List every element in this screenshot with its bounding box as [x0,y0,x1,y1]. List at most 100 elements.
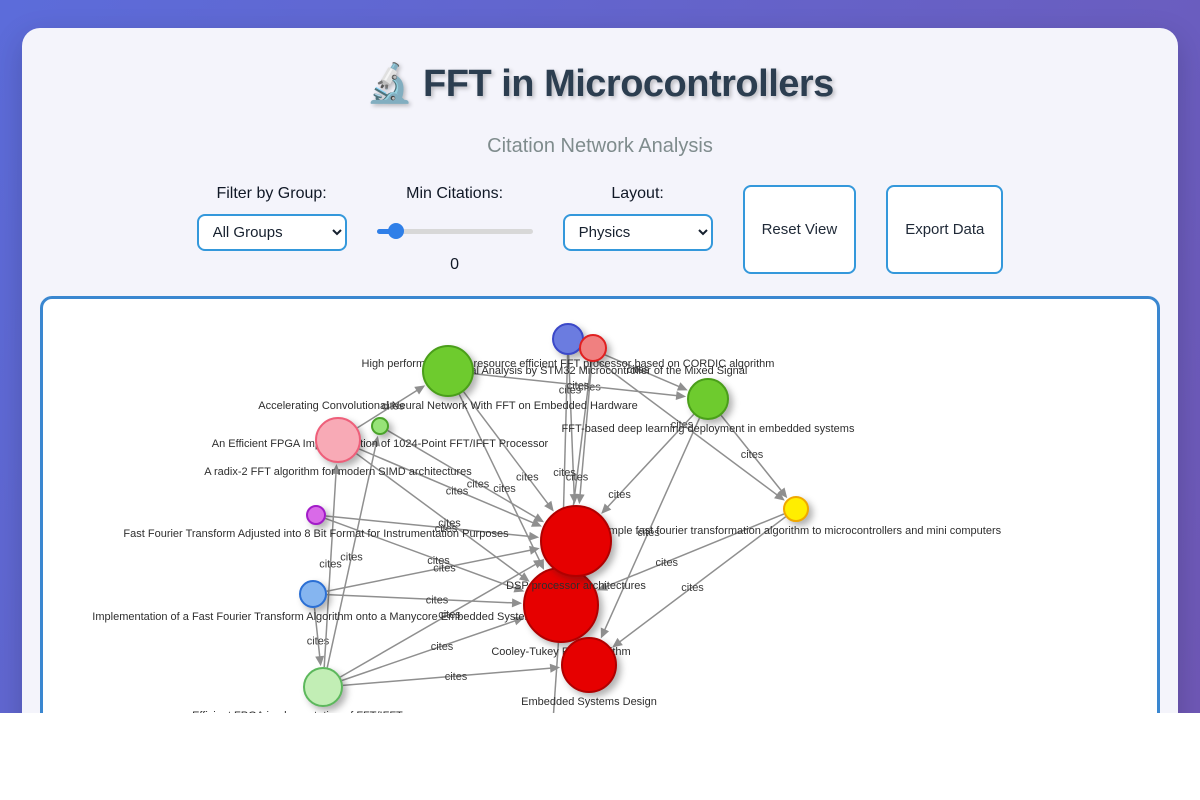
edge-arrowhead-icon [575,493,585,505]
edge-arrowhead-icon [528,531,540,541]
graph-node-label: FFT-based deep learning deployment in em… [561,423,855,435]
app-card: 🔬 FFT in Microcontrollers Citation Netwo… [22,28,1178,713]
edge-label: cites [655,557,678,569]
citation-edge[interactable] [339,561,540,678]
edge-arrowhead-icon [675,391,687,401]
edge-arrowhead-icon [315,655,325,667]
edge-label: cites [431,641,454,653]
graph-node-label: Implementation of a Fast Fourier Transfo… [92,611,534,623]
graph-node-blue_mid[interactable] [299,580,327,608]
graph-node-pink[interactable] [315,417,361,463]
group-filter-select[interactable]: All Groups [196,214,347,251]
edge-label: cites [433,563,456,575]
edge-arrowhead-icon [612,637,623,648]
edge-label: cites [516,471,539,483]
edge-arrowhead-icon [513,616,525,626]
group-filter: Filter by Group: All Groups [196,185,347,274]
edge-label: cites [637,527,660,539]
edge-label: cites [578,382,601,394]
graph-node-label: Efficient FPGA implementation of FFT/IFF… [192,710,454,713]
graph-node-label: Accelerating Convolutional Neural Networ… [258,400,638,412]
graph-node-label: An Efficient FPGA Implementation of 1024… [211,438,549,450]
citation-edge[interactable] [325,515,534,538]
layout-select[interactable]: Physics [562,214,713,251]
edge-arrowhead-icon [414,385,426,395]
citation-edge[interactable] [579,361,593,499]
edge-label: cites [608,489,631,501]
citation-edge[interactable] [473,373,681,397]
edge-arrowhead-icon [544,500,554,512]
graph-node-blue_top[interactable] [552,323,584,355]
citation-edge[interactable] [358,448,537,525]
graph-node-red_top[interactable] [579,334,607,362]
citation-edge[interactable] [567,354,576,499]
edge-arrowhead-icon [597,582,609,591]
citation-edge[interactable] [387,429,540,520]
citation-edge[interactable] [326,441,378,668]
slider-track[interactable] [376,229,533,234]
citation-edge[interactable] [313,607,321,661]
controls-bar: Filter by Group: All Groups Min Citation… [22,185,1178,274]
graph-node-label: A simple fast fourier transformation alg… [590,525,1002,537]
export-data-button[interactable]: Export Data [886,185,1004,274]
edge-label: cites [671,419,694,431]
edge-label: cites [446,486,469,498]
edge-arrowhead-icon [549,663,561,673]
graph-node-label: Fast Fourier Transform Adjusted into 8 B… [123,528,509,540]
layout-control: Layout: Physics [562,185,713,274]
edge-label: cites [445,671,468,683]
graph-node-label: Embedded Systems Design [521,696,657,708]
edge-arrowhead-icon [676,382,688,391]
edge-label: cites [566,472,589,484]
citation-edge[interactable] [463,391,551,508]
page-title: 🔬 FFT in Microcontrollers [366,63,834,105]
slider-fill [376,229,397,234]
min-citations-label: Min Citations: [406,185,504,202]
graph-node-green_right[interactable] [687,378,729,420]
edge-arrowhead-icon [601,503,612,514]
citation-edge[interactable] [616,516,787,645]
edge-label: cites [553,467,576,479]
edge-label: cites [427,555,450,567]
edge-arrowhead-icon [371,435,381,447]
edge-arrowhead-icon [513,583,525,593]
citation-edge[interactable] [326,593,517,604]
min-citations-control: Min Citations: 0 [376,185,533,274]
citation-edge[interactable] [341,618,519,682]
graph-node-red_embed[interactable] [561,637,617,693]
graph-node-magenta[interactable] [306,505,326,525]
slider-thumb[interactable] [387,223,404,239]
citation-edge[interactable] [326,548,534,592]
citation-edge[interactable] [580,347,781,498]
edge-arrowhead-icon [518,572,530,582]
group-filter-label: Filter by Group: [216,185,327,202]
edge-label: cites [467,479,490,491]
graph-node-green_small[interactable] [371,417,389,435]
citation-edge[interactable] [604,413,695,511]
citation-edge[interactable] [602,417,701,634]
edge-label: cites [340,552,363,564]
graph-node-label: A radix-2 FFT algorithm for modern SIMD … [204,466,472,478]
edge-arrowhead-icon [331,463,341,475]
citation-edge[interactable] [720,414,785,494]
edge-arrowhead-icon [511,598,523,608]
graph-node-red_cooley[interactable] [523,567,599,643]
graph-node-yellow[interactable] [783,496,809,522]
edge-label: cites [307,636,330,648]
graph-node-green_big[interactable] [422,345,474,397]
citation-edge[interactable] [357,387,421,429]
reset-view-button[interactable]: Reset View [742,185,857,274]
citation-edge[interactable] [342,667,555,687]
graph-node-red_dsp[interactable] [540,505,612,577]
edge-label: cites [493,483,516,495]
edge-label: cites [438,609,461,621]
min-citations-slider[interactable] [376,223,533,239]
edge-label: cites [438,518,461,530]
edge-label: cites [559,385,582,397]
graph-node-green_pale[interactable] [303,667,343,707]
citation-edge[interactable] [323,469,337,668]
graph-node-label: DSP processor architectures [506,580,646,592]
citation-edge[interactable] [549,642,560,713]
citation-edge[interactable] [602,513,785,589]
